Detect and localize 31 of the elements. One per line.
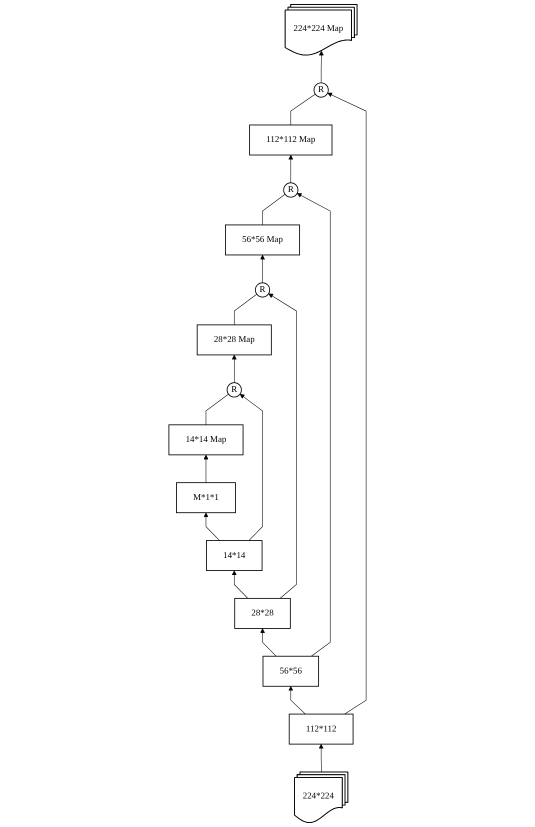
arrow bbox=[296, 193, 330, 656]
node-circle: R bbox=[254, 282, 270, 298]
node-circle: R bbox=[314, 82, 329, 98]
connector bbox=[262, 194, 286, 226]
node-box: 56*56 Map bbox=[225, 224, 300, 256]
node-box: 14*14 Map bbox=[168, 424, 244, 456]
connector bbox=[206, 394, 229, 426]
arrow bbox=[318, 50, 324, 84]
node-box: 112*112 Map bbox=[249, 124, 332, 156]
connector bbox=[234, 294, 258, 326]
node-box: M*1*1 bbox=[176, 482, 236, 514]
arrow bbox=[260, 254, 265, 284]
node-box: 28*28 bbox=[234, 598, 291, 629]
arrow bbox=[268, 293, 297, 599]
arrow bbox=[240, 394, 263, 541]
arrow bbox=[327, 92, 366, 714]
node-box: 28*28 Map bbox=[196, 324, 272, 356]
node-box: 56*56 bbox=[262, 656, 320, 687]
node-box: 14*14 bbox=[206, 540, 262, 571]
arrow bbox=[288, 154, 294, 184]
node-circle: R bbox=[283, 182, 298, 198]
connector bbox=[290, 94, 316, 126]
arrow bbox=[232, 570, 248, 599]
arrow bbox=[288, 686, 306, 714]
arrow bbox=[204, 512, 220, 541]
arrow bbox=[204, 454, 208, 483]
node-circle: R bbox=[226, 382, 242, 398]
arrow bbox=[318, 744, 324, 772]
arrow bbox=[260, 628, 276, 656]
arrow bbox=[232, 354, 237, 383]
node-box: 112*112 bbox=[288, 714, 354, 745]
